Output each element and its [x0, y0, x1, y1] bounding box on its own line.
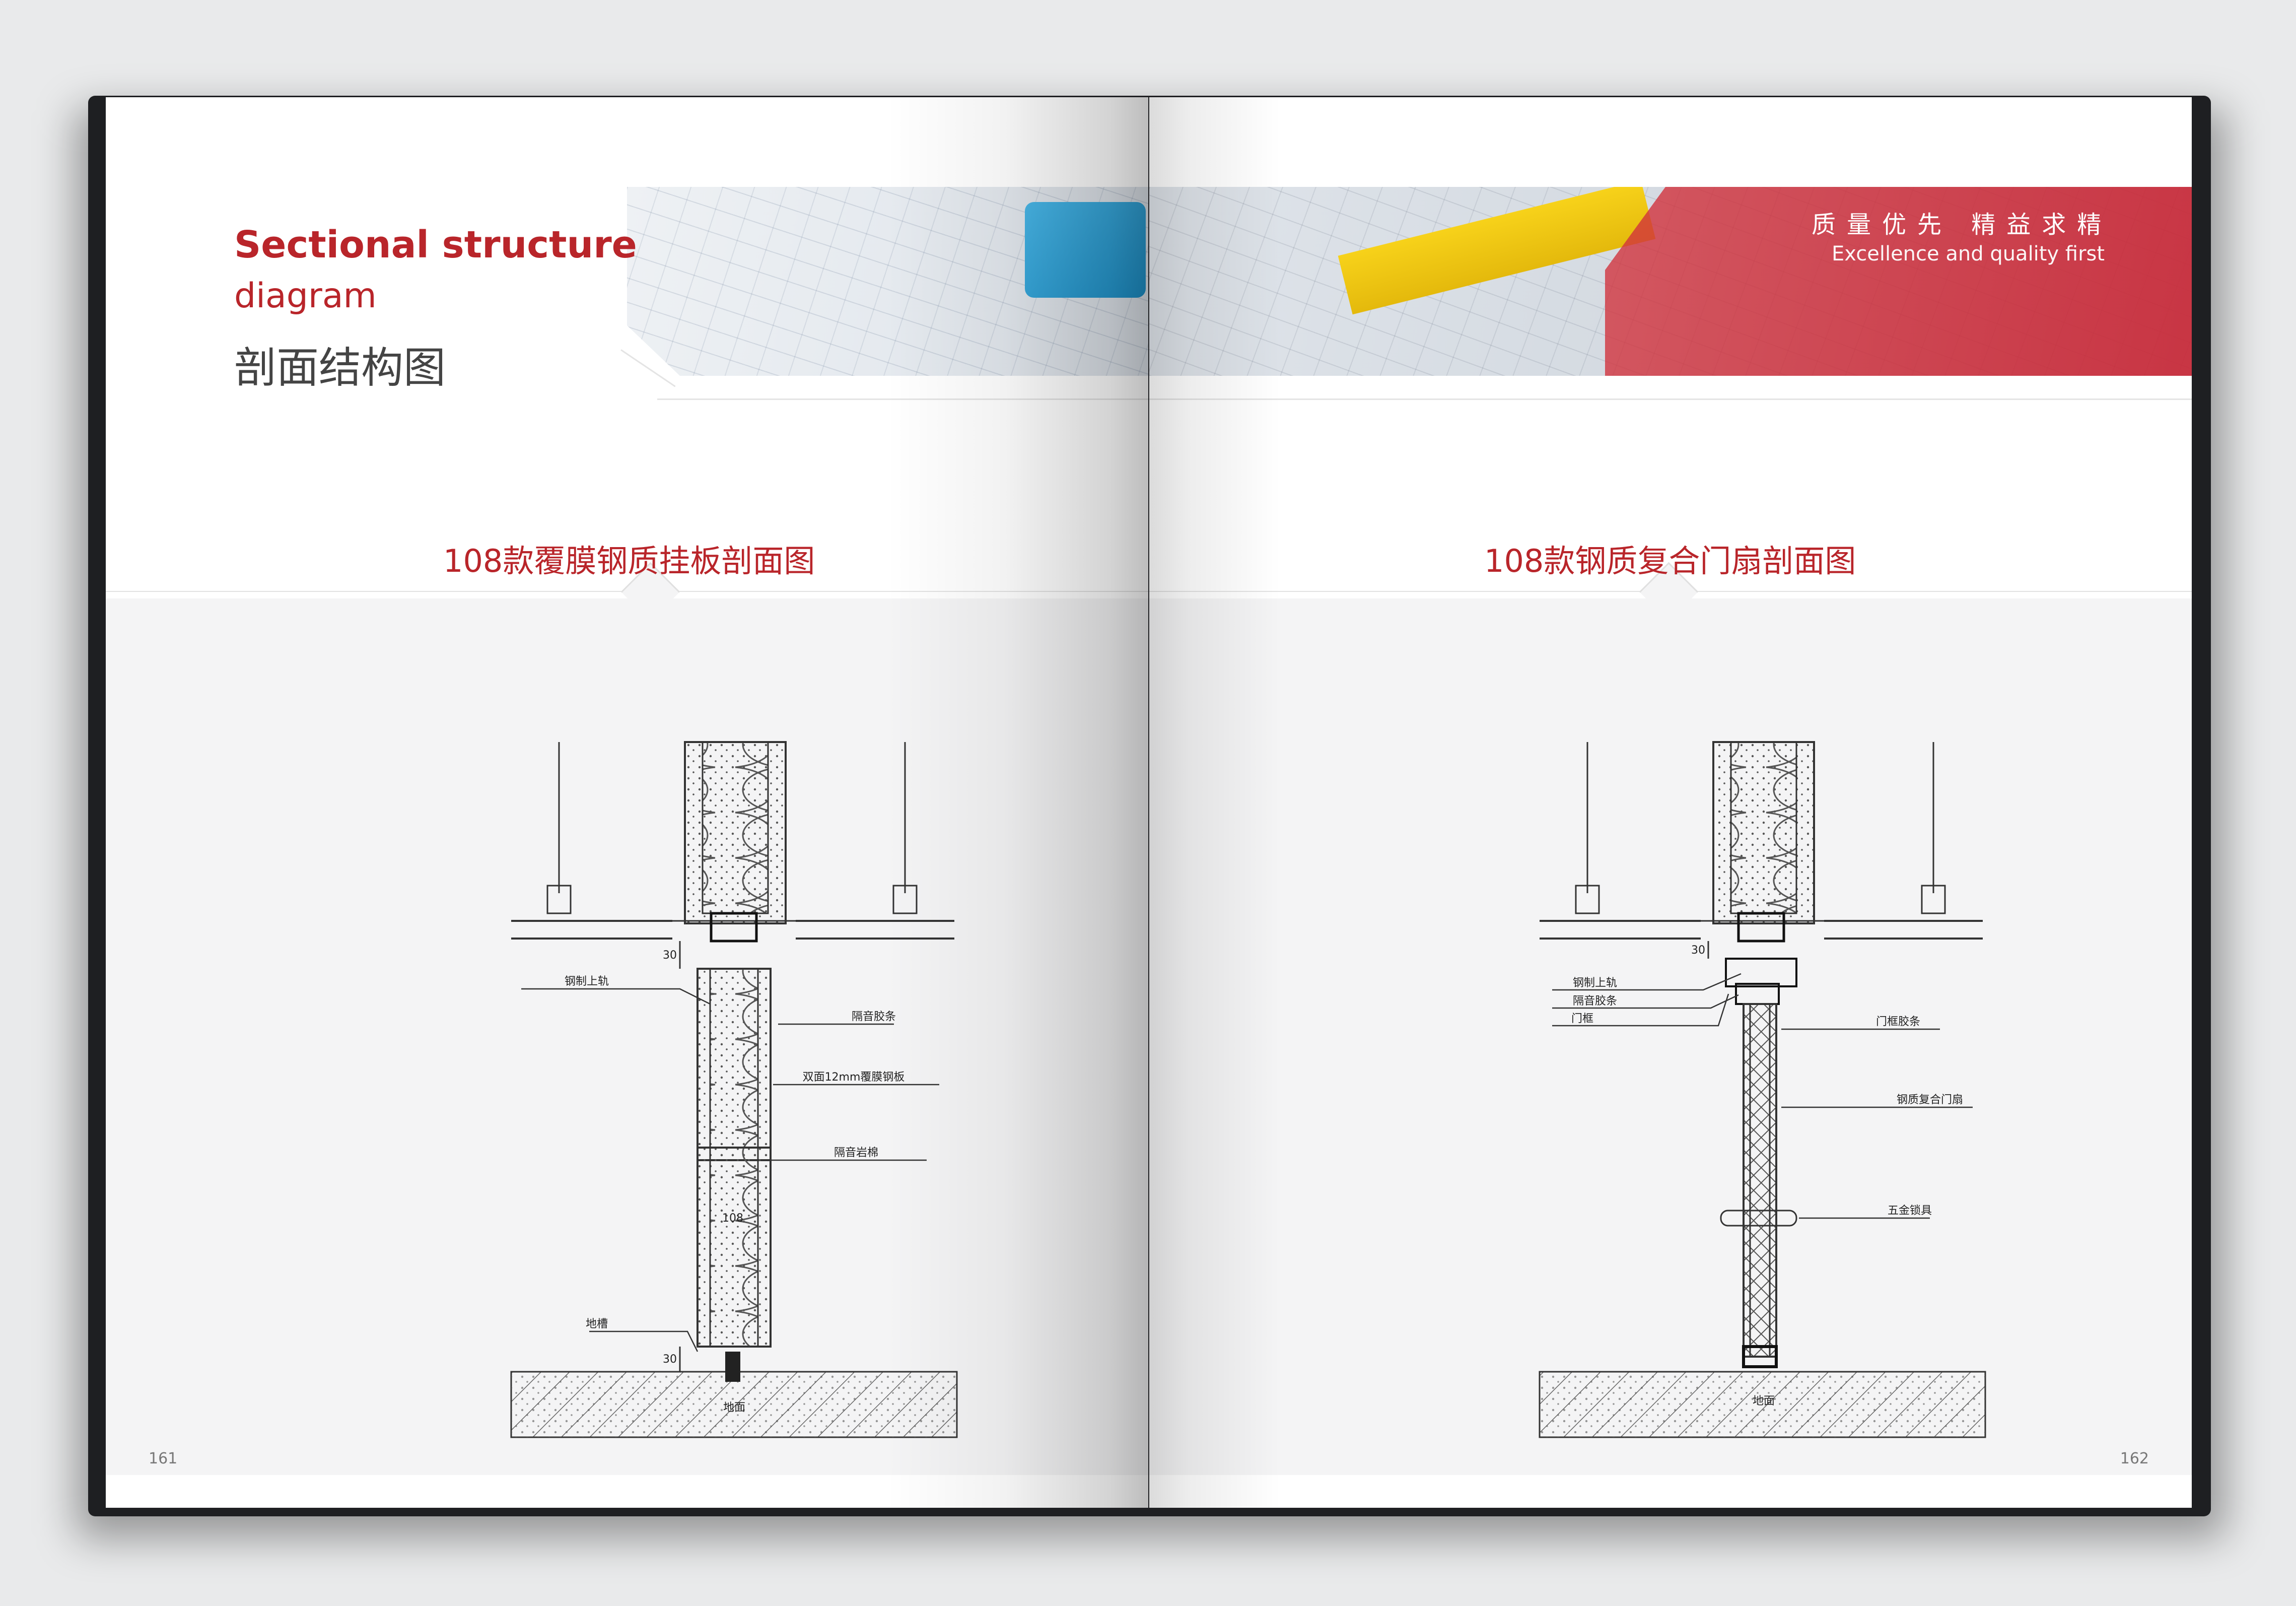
- right-page: 质量优先 精益求精 Excellence and quality first 1…: [1149, 97, 2192, 1508]
- banner-trail: [1149, 398, 2192, 400]
- label-dim-bottom: 30: [663, 1353, 677, 1366]
- page-number-left: 161: [149, 1450, 178, 1467]
- label-rock-wool: 隔音岩棉: [834, 1147, 878, 1159]
- banner-trail: [657, 398, 1148, 400]
- label-hardware-lock: 五金锁具: [1888, 1204, 1932, 1217]
- section-title-en-line1: Sectional structure: [234, 223, 637, 266]
- left-section-diagram: 钢制上轨 30 隔音胶条 双面12mm覆膜钢板 隔音岩棉 108 地槽 30 地…: [510, 741, 958, 1438]
- right-diagram-title: 108款钢质复合门扇剖面图: [1484, 543, 1856, 579]
- label-top-rail: 钢制上轨: [1573, 977, 1617, 989]
- section-title-en-line2: diagram: [234, 276, 377, 316]
- left-page: Sectional structure diagram 剖面结构图 108款覆膜…: [106, 97, 1148, 1508]
- banner-image-left: [627, 187, 1148, 376]
- banner-slogan-zh: 质量优先 精益求精: [1812, 211, 2113, 239]
- label-sound-strip: 隔音胶条: [1573, 995, 1617, 1008]
- label-floor: 地面: [1753, 1395, 1775, 1408]
- door-leaf: [1743, 1003, 1777, 1358]
- label-top-rail: 钢制上轨: [565, 975, 609, 988]
- diagram-band: [1149, 598, 2192, 1475]
- banner-red-overlay: [1605, 187, 2192, 376]
- sharpener-icon: [1025, 202, 1146, 298]
- page-number-right: 162: [2120, 1450, 2149, 1467]
- label-door-leaf: 钢质复合门扇: [1897, 1094, 1963, 1106]
- banner-image-right: 质量优先 精益求精 Excellence and quality first: [1149, 187, 2192, 376]
- label-floor-groove: 地槽: [586, 1318, 608, 1330]
- upper-wall-core: [1730, 741, 1797, 914]
- diagram-band: [106, 598, 1148, 1475]
- label-dim-top: 30: [1691, 944, 1705, 957]
- label-sound-strip: 隔音胶条: [852, 1011, 896, 1023]
- upper-wall-core: [702, 741, 769, 914]
- gutter-shadow-right: [1149, 97, 1280, 1508]
- gutter-shadow-left: [886, 97, 1148, 1508]
- banner-slogan-en: Excellence and quality first: [1832, 242, 2105, 265]
- label-panel: 双面12mm覆膜钢板: [803, 1071, 905, 1084]
- label-floor: 地面: [723, 1401, 745, 1414]
- hardware-lock: [1720, 1210, 1797, 1227]
- right-section-diagram: 钢制上轨 隔音胶条 门框 30 门框胶条 钢质复合门扇 五金锁具 地面: [1539, 741, 1986, 1438]
- label-door-frame: 门框: [1571, 1013, 1593, 1025]
- left-diagram-title: 108款覆膜钢质挂板剖面图: [443, 543, 815, 579]
- label-dim-top: 30: [663, 949, 677, 962]
- label-thickness: 108: [722, 1212, 743, 1225]
- label-frame-strip: 门框胶条: [1876, 1016, 1920, 1028]
- section-title-zh: 剖面结构图: [234, 343, 446, 392]
